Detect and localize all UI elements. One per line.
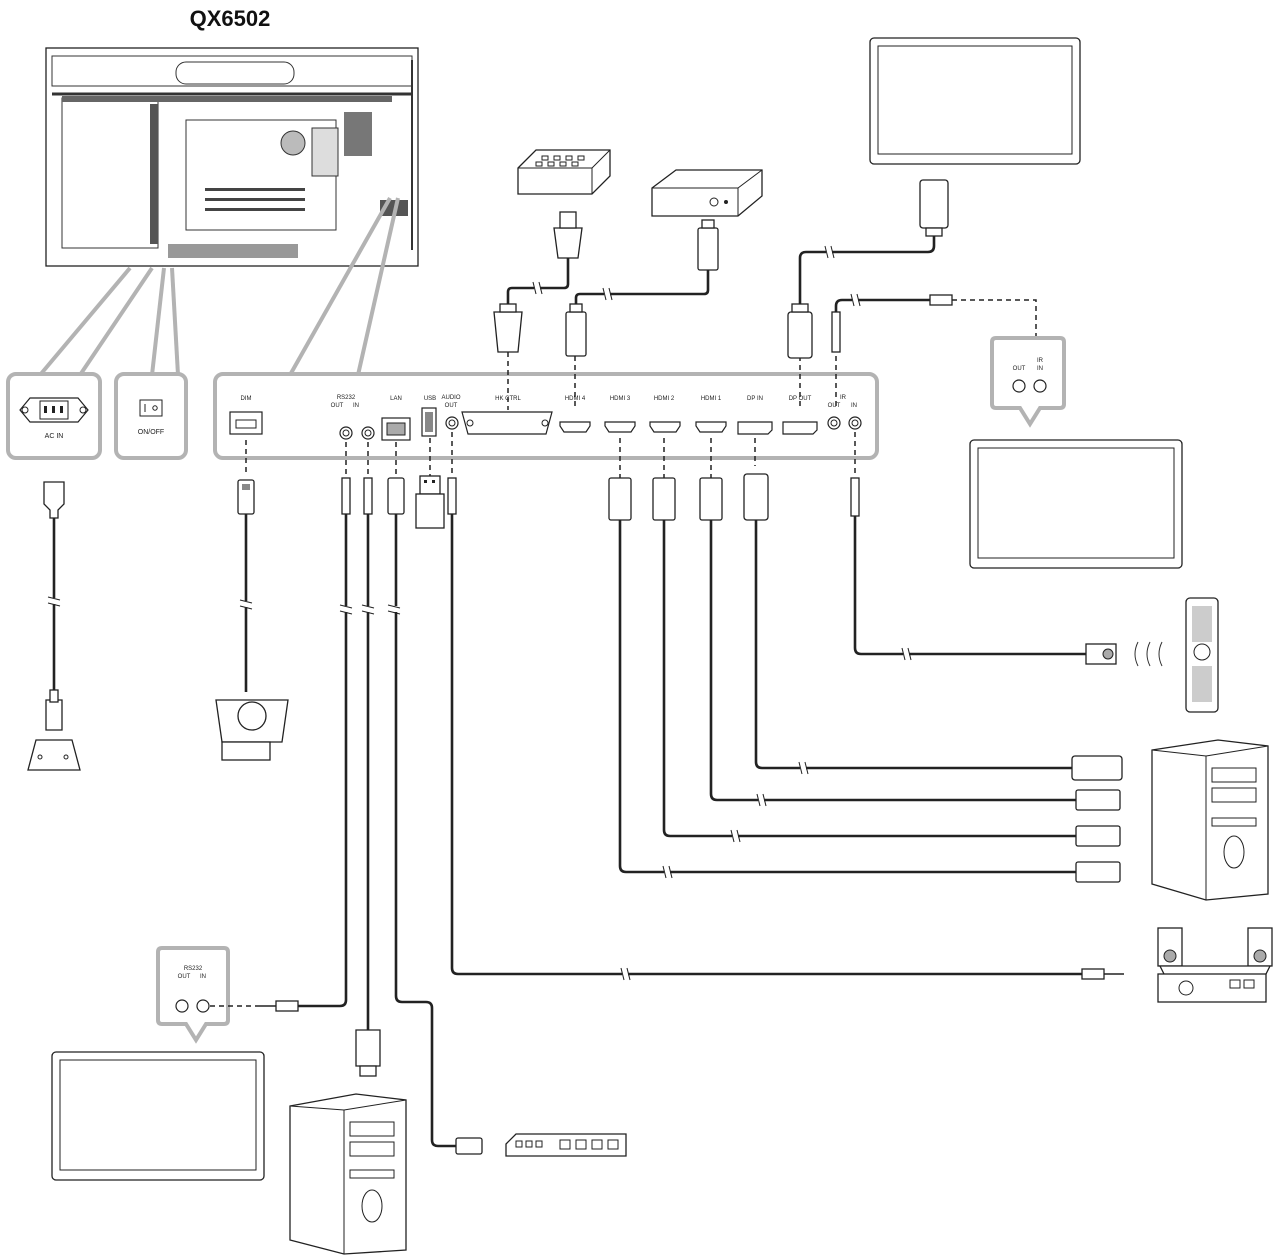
hdmi4-cable bbox=[565, 219, 719, 357]
rs232-callout-label: RS232 bbox=[184, 966, 203, 972]
panel-leaders bbox=[245, 352, 856, 478]
hdmi3-cable bbox=[608, 477, 1121, 883]
ir-label: IR bbox=[840, 395, 847, 401]
rs232-port-label: RS232 bbox=[337, 395, 356, 401]
dim-port bbox=[229, 411, 263, 435]
audio-amplifier-speakers bbox=[1157, 927, 1273, 1003]
dp-in-label: DP IN bbox=[747, 396, 763, 402]
audio-out-cable bbox=[447, 477, 1124, 981]
control-pc bbox=[289, 1093, 407, 1255]
dim-port-label: DIM bbox=[241, 396, 252, 402]
rs232-daisy-chain-monitor bbox=[51, 1051, 265, 1181]
dp-in-cable bbox=[743, 473, 1123, 781]
hdmi3-port bbox=[604, 421, 636, 433]
control-box bbox=[517, 149, 611, 195]
dp-output-monitor bbox=[869, 37, 1081, 165]
ir-out-label: OUT bbox=[828, 403, 841, 409]
usb-port-label: USB bbox=[424, 396, 436, 402]
hdmi1-label: HDMI 1 bbox=[701, 396, 722, 402]
media-player bbox=[651, 169, 763, 217]
dp-out-cable bbox=[787, 179, 949, 359]
ir-in-port bbox=[848, 416, 862, 430]
ir-callout: IR OUT IN bbox=[990, 336, 1066, 428]
dim-cable bbox=[237, 479, 255, 692]
rs232-callout-out-label: OUT bbox=[178, 974, 191, 980]
ir-out-port bbox=[827, 416, 841, 430]
wall-outlet bbox=[27, 739, 81, 771]
rs232-in-label: IN bbox=[353, 403, 359, 409]
rs232-out-cable bbox=[258, 477, 353, 1012]
ac-in-panel: AC IN bbox=[6, 372, 102, 460]
on-off-panel: ON/OFF bbox=[114, 372, 188, 460]
rs232-out-label: OUT bbox=[331, 403, 344, 409]
dp-out-port bbox=[782, 421, 818, 435]
remote-control bbox=[1185, 597, 1219, 713]
source-pc bbox=[1151, 739, 1269, 901]
audio-out-port bbox=[445, 416, 459, 430]
dp-in-port bbox=[737, 421, 773, 435]
ir-loop-monitor bbox=[969, 439, 1183, 569]
ir-callout-in-label: IN bbox=[1037, 366, 1043, 372]
dp-out-label: DP OUT bbox=[789, 396, 812, 402]
ac-in-label: AC IN bbox=[45, 433, 64, 440]
power-cord bbox=[43, 481, 65, 731]
model-title: QX6502 bbox=[190, 6, 271, 31]
hdmi4-label: HDMI 4 bbox=[565, 396, 586, 402]
audio-out-label-line2: OUT bbox=[445, 403, 458, 409]
hdmi2-label: HDMI 2 bbox=[654, 396, 675, 402]
ir-callout-label: IR bbox=[1037, 358, 1044, 364]
hdmi2-cable bbox=[652, 477, 1121, 847]
rs232-in-port bbox=[361, 426, 375, 440]
rs232-callout: RS232 OUT IN bbox=[156, 946, 258, 1044]
ir-callout-out-label: OUT bbox=[1013, 366, 1026, 372]
network-switch bbox=[505, 1133, 627, 1157]
hdmi1-port bbox=[695, 421, 727, 433]
lan-cable bbox=[387, 477, 483, 1155]
lan-port-label: LAN bbox=[390, 396, 402, 402]
rs232-out-port bbox=[339, 426, 353, 440]
hdmi1-cable bbox=[699, 477, 1121, 811]
hdmi2-port bbox=[649, 421, 681, 433]
display-rear-view bbox=[45, 47, 419, 267]
usb-flash-drive bbox=[415, 475, 445, 529]
hdmi3-label: HDMI 3 bbox=[610, 396, 631, 402]
audio-out-label-line1: AUDIO bbox=[441, 395, 460, 401]
ir-in-label: IN bbox=[851, 403, 857, 409]
hk-ctrl-port bbox=[461, 411, 553, 435]
hk-ctrl-cable bbox=[493, 211, 583, 353]
on-off-label: ON/OFF bbox=[138, 429, 164, 436]
hdmi4-port bbox=[559, 421, 591, 433]
connector-panel: DIM RS232 OUT IN LAN USB AUDIO OUT HK CT… bbox=[213, 372, 879, 460]
ambient-light-sensor bbox=[215, 699, 289, 761]
ir-in-cable bbox=[850, 477, 1163, 667]
rs232-in-cable bbox=[355, 477, 381, 1077]
rs232-callout-in-label: IN bbox=[200, 974, 206, 980]
